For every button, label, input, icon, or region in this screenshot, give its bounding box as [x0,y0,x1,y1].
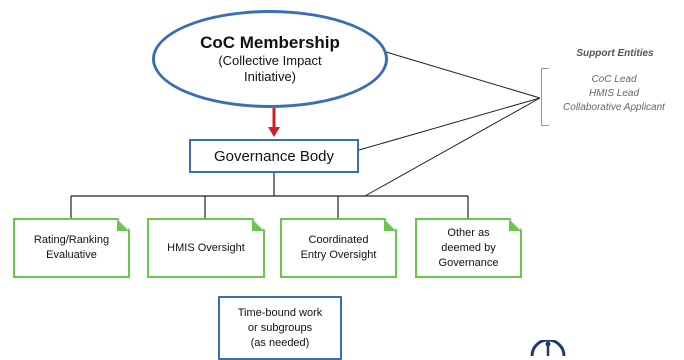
subgroup-2-line-1: HMIS Oversight [167,241,245,254]
support-item-hmis-lead: HMIS Lead [588,88,640,99]
support-entities-list: CoC Lead HMIS Lead Collaborative Applica… [550,73,678,115]
support-item-coc-lead: CoC Lead [591,74,637,85]
support-bracket [541,68,549,126]
membership-title: CoC Membership [200,33,340,52]
subgroup-1-line-2: Evaluative [46,249,97,261]
subgroup-rating-ranking: Rating/Ranking Evaluative [13,218,130,278]
support-line-governance [358,97,541,151]
subgroup-other: Other as deemed by Governance [415,218,522,278]
subgroup-hmis-oversight: HMIS Oversight [147,218,265,278]
timebound-box: Time-bound work or subgroups (as needed) [218,296,342,360]
subgroup-coordinated-entry: Coordinated Entry Oversight [280,218,397,278]
support-line-subgroups [364,97,541,197]
timebound-line-3: (as needed) [250,336,310,349]
subgroup-1-line-1: Rating/Ranking [33,234,110,246]
timebound-line-1: Time-bound work [237,306,323,319]
subgroup-4-line-2: deemed by [441,241,496,254]
logo-icon [530,340,566,356]
support-item-collaborative-applicant: Collaborative Applicant [563,102,665,113]
subgroup-4-line-3: Governance [438,256,499,269]
subgroup-4-line-1: Other as [447,226,490,239]
governance-body-box: Governance Body [189,139,359,173]
membership-subtitle-1: (Collective Impact [218,53,322,68]
membership-subtitle-2: Initiative) [243,69,297,84]
subgroup-3-line-2: Entry Oversight [300,249,377,261]
timebound-line-2: or subgroups [247,321,313,334]
subgroup-3-line-1: Coordinated [308,234,369,246]
governance-label: Governance Body [213,147,335,165]
coc-membership-ellipse: CoC Membership (Collective Impact Initia… [152,10,388,108]
support-entities-title: Support Entities [576,48,654,59]
red-arrow-head [268,127,280,137]
support-line-membership [385,51,541,99]
